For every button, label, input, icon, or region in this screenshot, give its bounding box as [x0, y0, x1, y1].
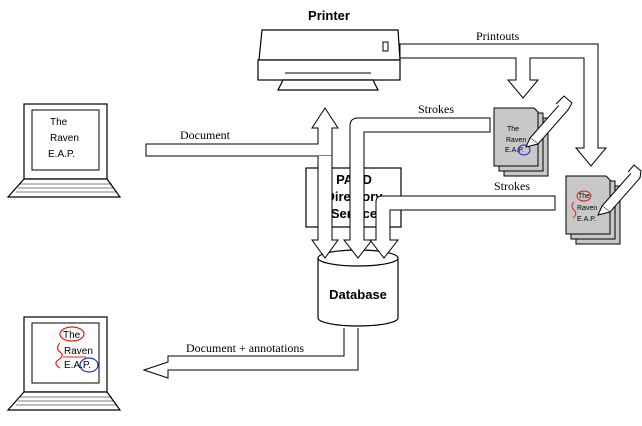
paper-stack-a-node: The Raven E.A.P. — [493, 95, 573, 177]
annotation-squiggle-red — [55, 342, 63, 369]
paper-a-annotation-blue — [517, 144, 531, 156]
strokes-right-arrow — [368, 195, 556, 259]
paper-b-annotation-red-squiggle — [571, 201, 577, 219]
laptop-bottom-text-line3: E.A.P. — [64, 360, 91, 371]
pen-icon — [525, 95, 573, 148]
paper-b-text-line2: Raven — [577, 205, 597, 212]
paper-a-text-line3: E.A.P. — [505, 147, 524, 154]
laptop-bottom-text-line1: The — [63, 330, 81, 341]
strokes-top-arrow — [342, 117, 491, 259]
laptop-top-text-line3: E.A.P. — [48, 149, 75, 160]
edge-label-document: Document — [180, 128, 231, 142]
pen-icon — [597, 164, 642, 216]
paper-a-text-line1: The — [507, 126, 519, 133]
printouts-arrow — [399, 43, 608, 167]
printer-label: Printer — [308, 8, 350, 23]
paper-b-text-line1: The — [578, 193, 590, 200]
annotation-circle-blue — [79, 357, 99, 373]
database-node: Database — [317, 249, 399, 327]
paper-b-annotation-red-circle — [576, 190, 592, 202]
laptop-bottom-text-line2: Raven — [64, 346, 93, 357]
edge-label-document-annotations: Document + annotations — [186, 341, 304, 355]
paper-a-text-line2: Raven — [506, 137, 526, 144]
paper-stack-b-node: The Raven E.A.P. — [565, 164, 642, 245]
paper-b-text-line3: E.A.P. — [577, 216, 596, 223]
edge-label-strokes-top: Strokes — [418, 102, 454, 116]
document-to-printer-arrow — [145, 107, 339, 157]
laptop-bottom-node: The Raven E.A.P. — [6, 316, 122, 411]
document-annotations-arrow — [142, 328, 359, 379]
document-to-database-arrow — [311, 156, 339, 259]
laptop-top-text-line1: The — [50, 117, 68, 128]
edge-label-strokes-right: Strokes — [494, 179, 530, 193]
annotation-circle-red — [59, 326, 85, 342]
edge-label-printouts: Printouts — [476, 29, 520, 43]
laptop-top-node: The Raven E.A.P. — [6, 103, 122, 198]
printer-node: Printer — [257, 8, 401, 91]
laptop-top-text-line2: Raven — [50, 133, 79, 144]
database-label: Database — [329, 287, 387, 302]
